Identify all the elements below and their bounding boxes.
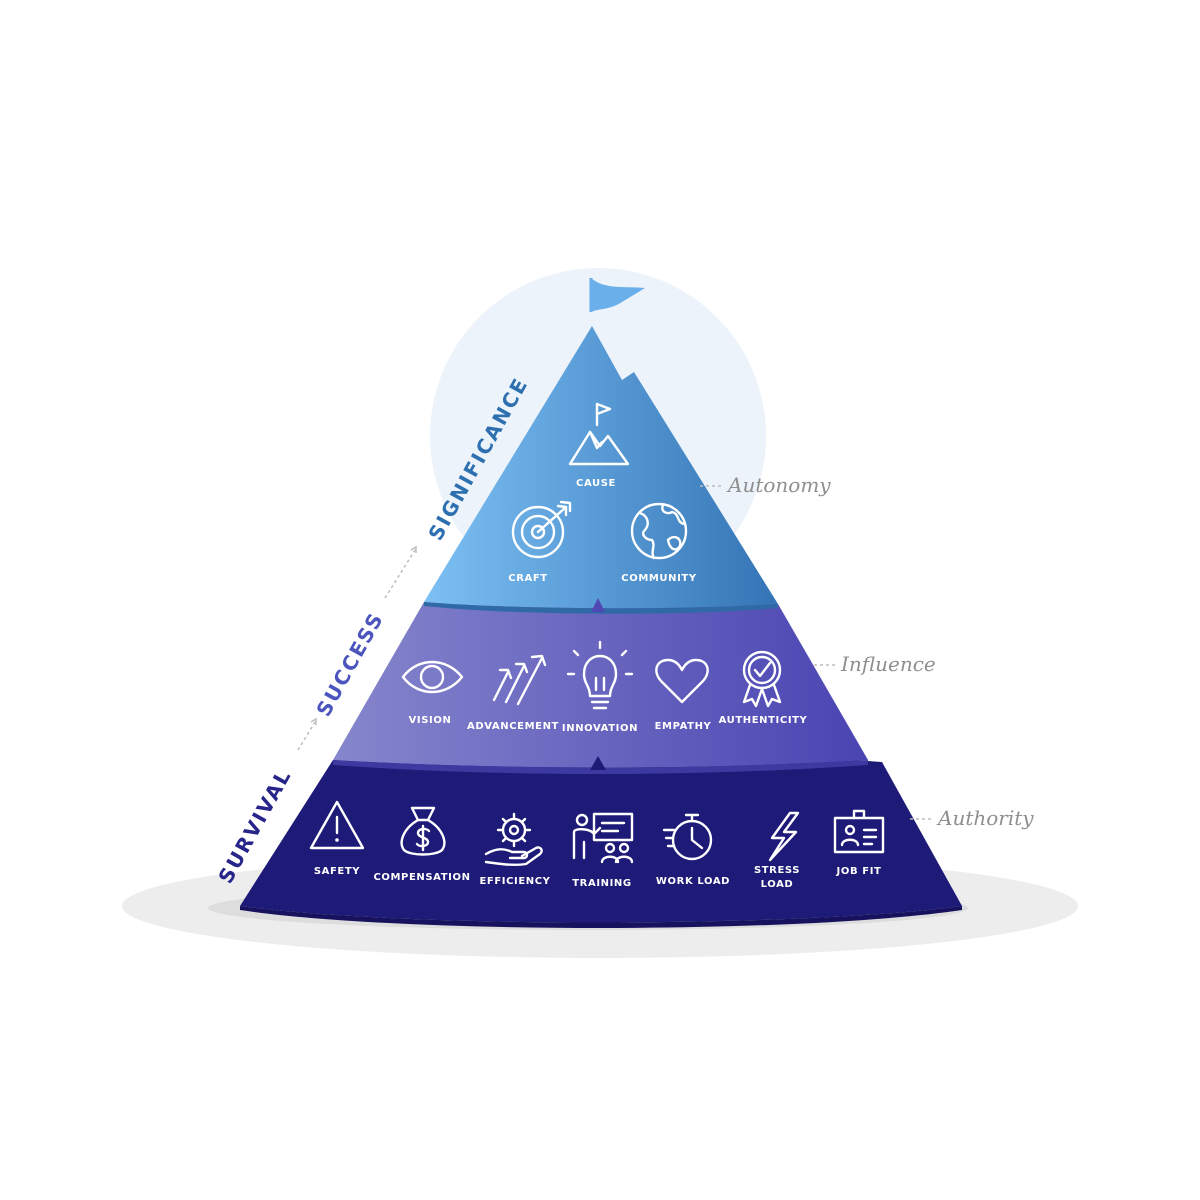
tier-bottom	[240, 754, 962, 923]
presentation-icon	[572, 812, 634, 864]
money-bag-icon	[400, 806, 446, 856]
item-innovation: INNOVATION	[562, 640, 638, 734]
label-advancement: ADVANCEMENT	[467, 721, 559, 732]
connector-survival-success	[297, 721, 316, 751]
warning-icon	[309, 800, 365, 850]
item-efficiency: EFFICIENCY	[479, 812, 550, 887]
label-empathy: EMPATHY	[655, 721, 712, 732]
mountain-flag-icon	[568, 402, 630, 466]
gear-hand-icon	[484, 812, 543, 867]
tier-middle-notch	[590, 756, 606, 770]
tier-top-lip	[424, 602, 778, 614]
label-safety: SAFETY	[314, 866, 360, 877]
stopwatch-icon	[662, 813, 713, 861]
side-label-autonomy: Autonomy	[726, 473, 831, 497]
summit-flag-icon	[589, 278, 645, 312]
item-empathy: EMPATHY	[655, 658, 712, 732]
label-load: LOAD	[761, 879, 794, 890]
item-vision: VISION	[401, 660, 464, 726]
item-authenticity: AUTHENTICITY	[719, 650, 808, 726]
label-cause: CAUSE	[576, 478, 616, 489]
lightbulb-icon	[566, 640, 634, 710]
lightning-icon	[768, 811, 800, 862]
side-label-authority: Authority	[936, 806, 1034, 830]
label-stress: STRESS	[754, 865, 800, 876]
label-training: TRAINING	[572, 878, 631, 889]
connector-success-significance	[384, 549, 416, 599]
label-compensation: COMPENSATION	[373, 872, 470, 883]
label-authenticity: AUTHENTICITY	[719, 715, 808, 726]
rising-arrows-icon	[492, 654, 547, 706]
item-work-load: WORK LOAD	[656, 813, 730, 887]
item-cause: CAUSE	[568, 402, 630, 489]
label-efficiency: EFFICIENCY	[479, 876, 550, 887]
label-craft: CRAFT	[508, 573, 547, 584]
eye-icon	[401, 660, 464, 694]
tier-middle-lip	[333, 760, 868, 774]
target-arrow-icon	[511, 500, 572, 559]
side-label-influence: Influence	[840, 652, 936, 676]
tier-middle	[333, 597, 868, 768]
item-compensation: COMPENSATION	[373, 806, 470, 883]
item-community: COMMUNITY	[621, 502, 697, 584]
id-badge-icon	[833, 809, 885, 854]
item-craft: CRAFT	[508, 500, 572, 584]
item-training: TRAINING	[572, 812, 634, 889]
label-vision: VISION	[409, 715, 452, 726]
item-job-fit: JOB FIT	[833, 809, 885, 877]
label-work-load: WORK LOAD	[656, 876, 730, 887]
globe-icon	[630, 502, 688, 560]
item-stress-load: STRESS LOAD	[754, 811, 800, 890]
label-innovation: INNOVATION	[562, 723, 638, 734]
item-advancement: ADVANCEMENT	[467, 654, 559, 732]
tier-bottom-rim	[240, 906, 962, 928]
tier-top-notch	[591, 598, 605, 612]
item-safety: SAFETY	[309, 800, 365, 877]
heart-icon	[655, 658, 709, 704]
ribbon-check-icon	[742, 650, 782, 708]
label-job-fit: JOB FIT	[836, 866, 882, 877]
label-community: COMMUNITY	[621, 573, 697, 584]
